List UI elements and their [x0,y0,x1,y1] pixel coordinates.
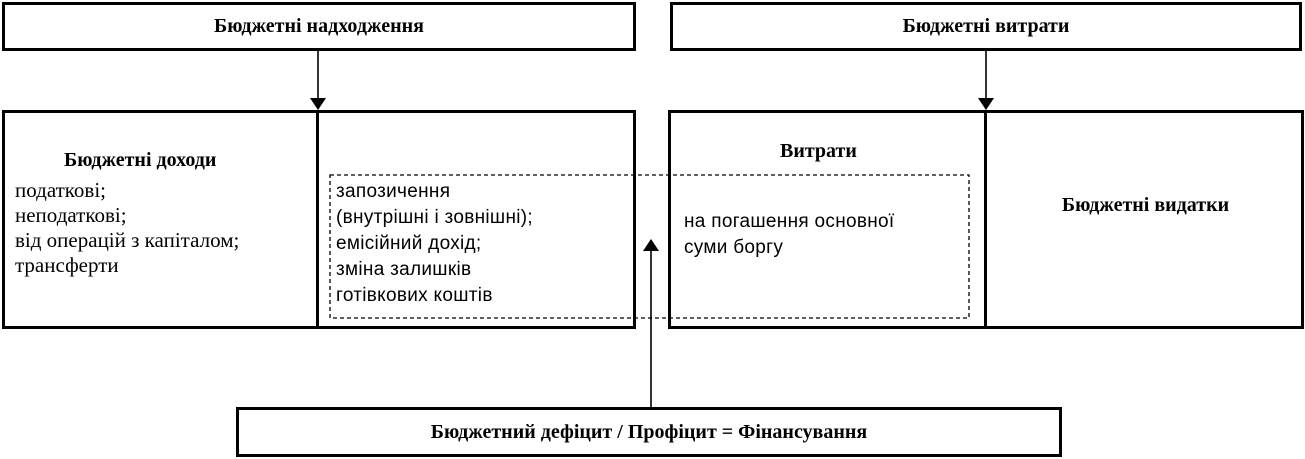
budget-spending-label: Бюджетні витрати [902,15,1070,37]
list-item: від операцій з капіталом; [15,228,240,252]
spending-divider [984,110,987,329]
expenditure-items: на погашення основної суми боргу [684,209,895,261]
budget-outlays-label: Бюджетні видатки [1061,193,1230,216]
budget-receipts-box: Бюджетні надходження [2,2,636,51]
deficit-financing-label: Бюджетний дефіцит / Профіцит = Фінансува… [430,420,868,443]
list-item: на погашення основної [684,211,895,232]
receipts-divider [316,110,319,329]
budget-outlays-label-wrap: Бюджетні видатки [987,180,1304,230]
expenditures-heading: Витрати [780,140,857,162]
list-item: емісійний дохід; [336,233,482,254]
list-item: зміна залишків [336,259,472,280]
revenue-items: податкові; неподаткові; від операцій з к… [15,178,239,278]
list-item: неподаткові; [15,203,127,227]
financing-dashed-frame [329,174,970,319]
deficit-financing-box: Бюджетний дефіцит / Профіцит = Фінансува… [236,407,1062,457]
list-item: трансферти [15,253,119,277]
list-item: (внутрішні і зовнішні); [336,207,533,228]
list-item: суми боргу [684,237,784,258]
financing-items: запозичення (внутрішні і зовнішні); еміс… [336,179,533,309]
receipts-panel [2,110,636,329]
budget-revenues-heading: Бюджетні доходи [64,149,217,171]
budget-receipts-label: Бюджетні надходження [214,15,424,37]
budget-spending-box: Бюджетні витрати [670,2,1302,51]
list-item: податкові; [15,178,106,202]
list-item: запозичення [336,181,451,202]
list-item: готівкових коштів [336,285,493,306]
